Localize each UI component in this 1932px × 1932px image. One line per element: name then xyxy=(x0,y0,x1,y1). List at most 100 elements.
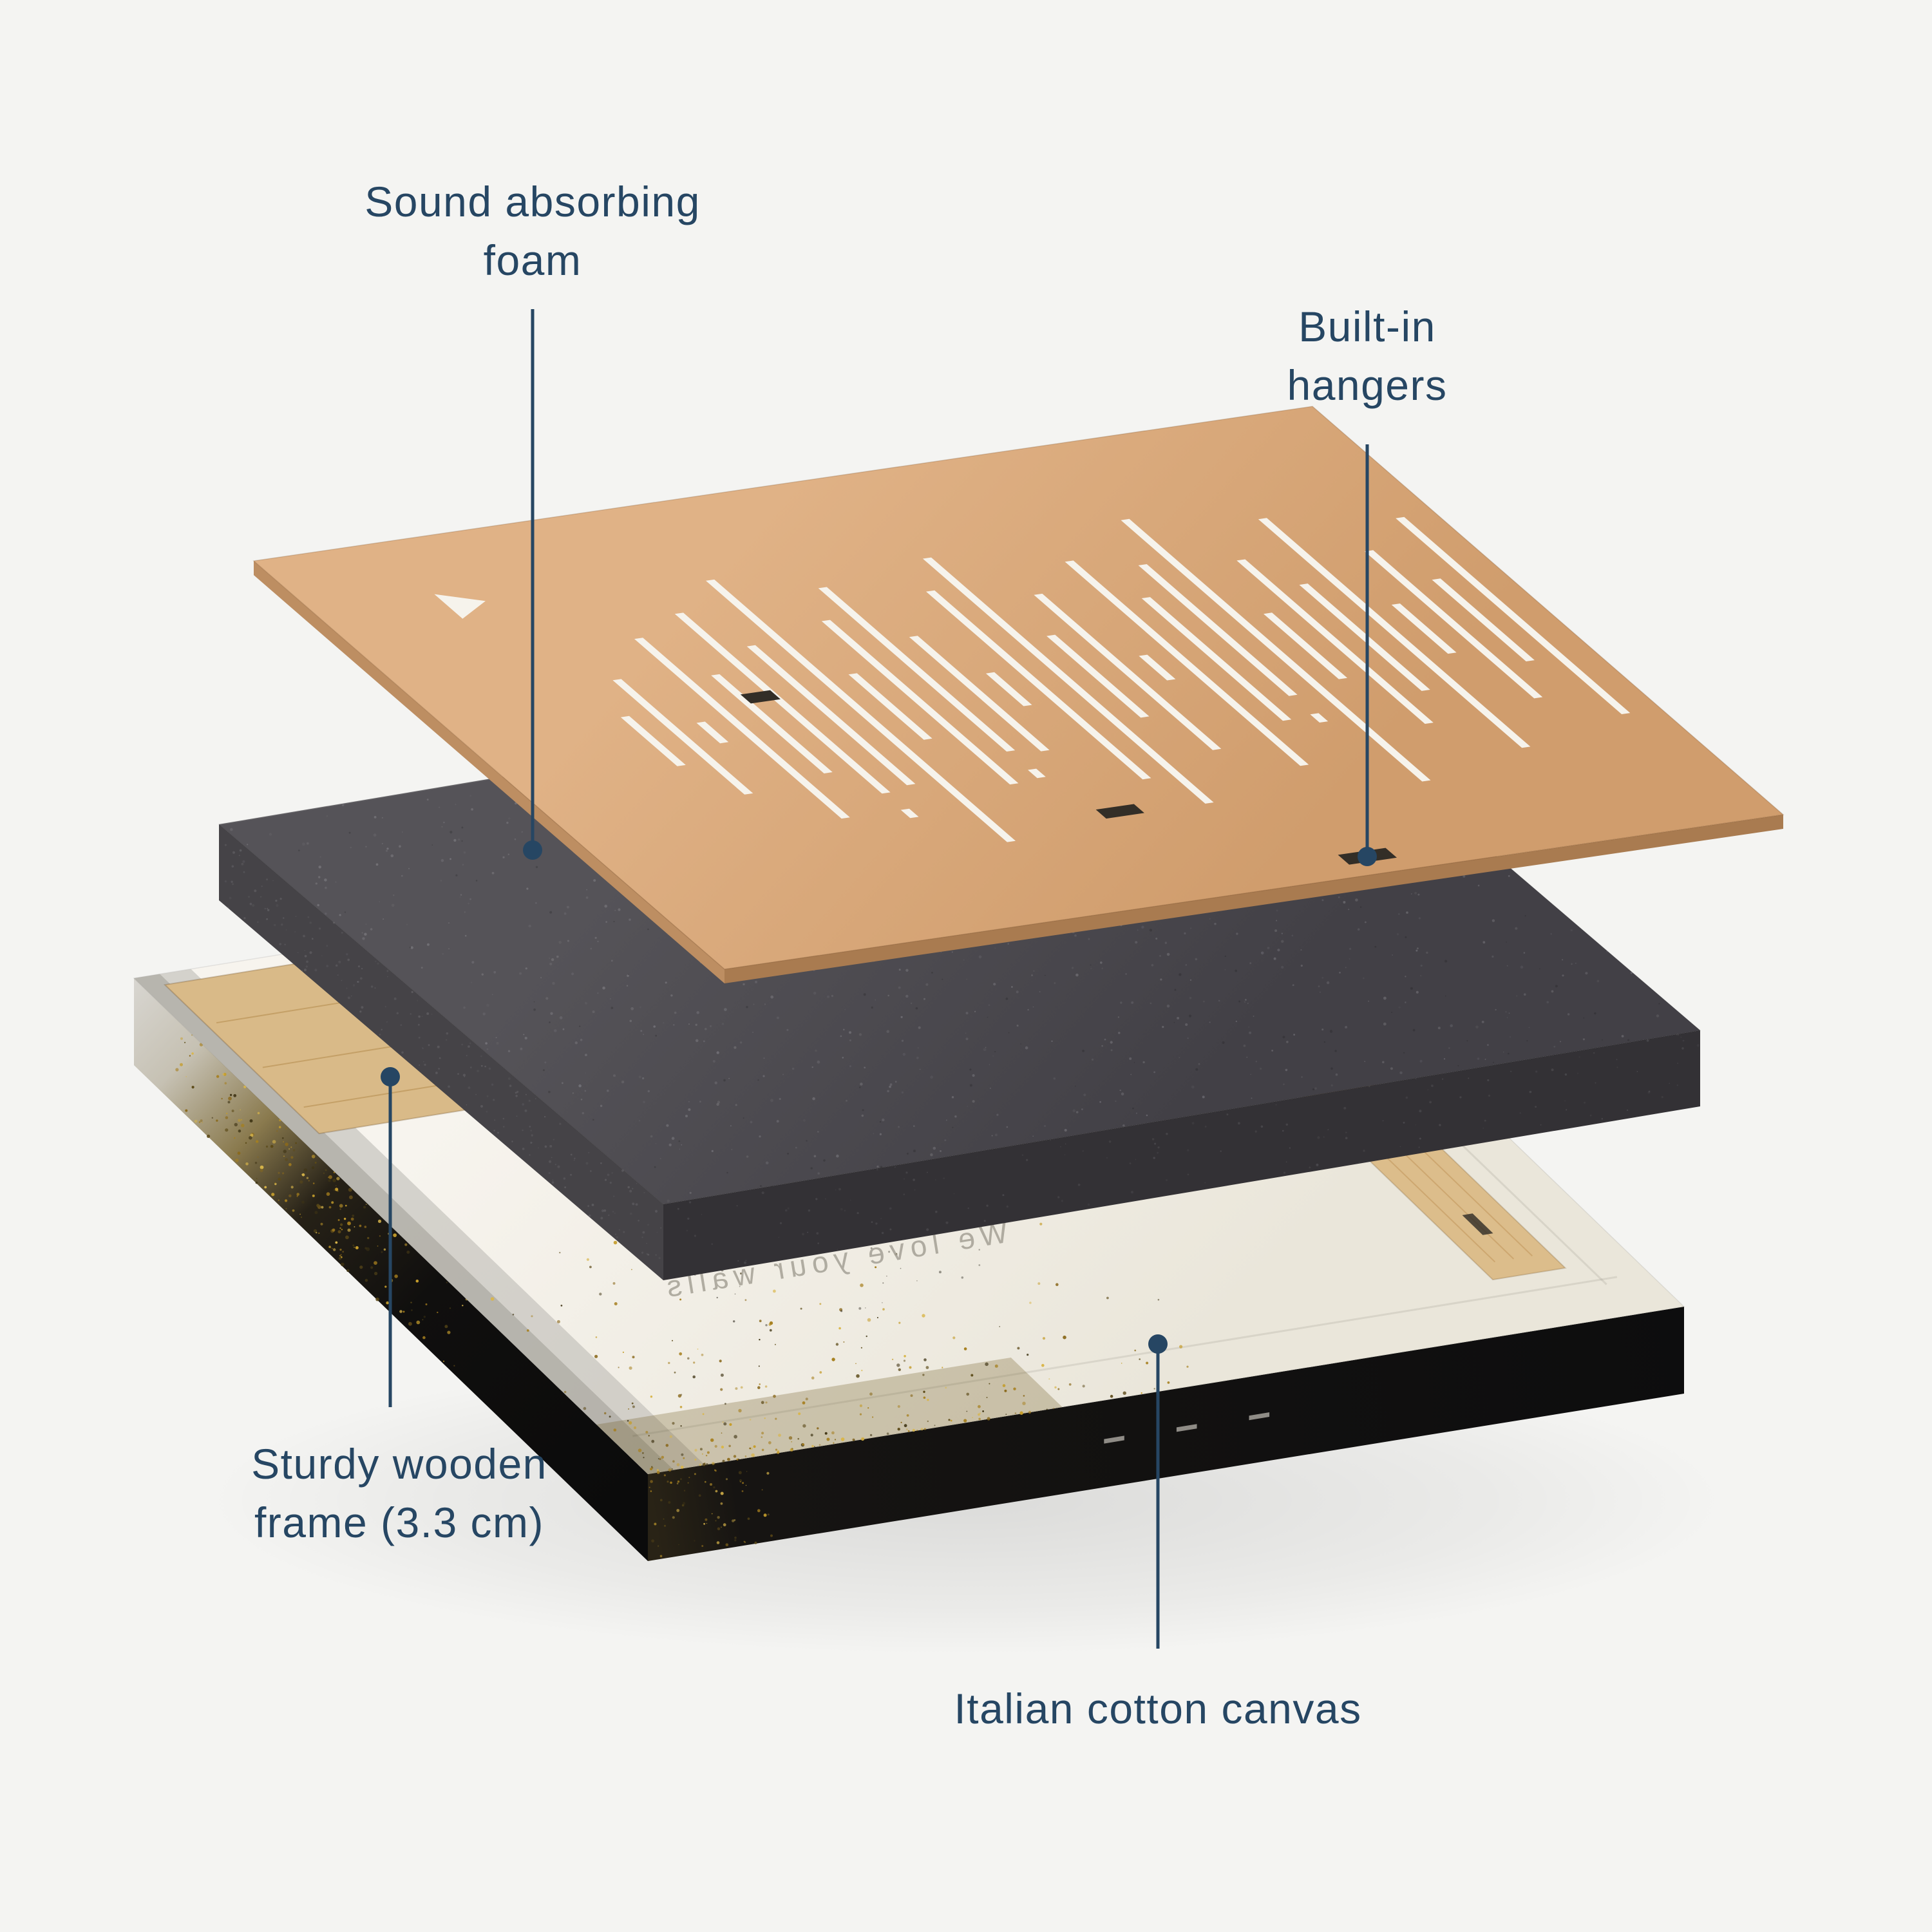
gold-speck xyxy=(613,1240,618,1245)
gold-speck xyxy=(281,1137,284,1139)
foam-speck xyxy=(901,1039,904,1042)
soundwave-slot xyxy=(620,715,686,766)
gold-speck xyxy=(668,1468,672,1472)
gold-speck xyxy=(559,1251,561,1254)
wood-grain xyxy=(216,999,357,1024)
gold-speck xyxy=(274,1182,277,1186)
foam-speck xyxy=(468,902,469,905)
foam-speck xyxy=(359,1010,362,1013)
foam-speck xyxy=(1398,913,1400,915)
foam-speck xyxy=(731,1149,733,1150)
foam-speck xyxy=(1118,1032,1121,1034)
foam-speck xyxy=(1044,974,1046,976)
gold-speck xyxy=(349,1195,353,1200)
foam-speck xyxy=(421,967,423,969)
canvas-side-right xyxy=(648,1307,1684,1561)
foam-speck xyxy=(1153,1071,1155,1074)
foam-speck xyxy=(642,1231,645,1234)
gold-speck xyxy=(934,1425,936,1426)
foam-speck xyxy=(1091,1058,1094,1061)
gold-speck xyxy=(333,1171,336,1173)
gold-speck xyxy=(723,1422,727,1426)
foam-speck xyxy=(678,1140,681,1142)
foam-speck xyxy=(681,1144,683,1146)
gold-speck xyxy=(613,1428,617,1432)
foam-speck xyxy=(326,945,328,947)
foam-speck xyxy=(967,1208,969,1209)
foam-speck xyxy=(632,1202,635,1206)
foam-speck xyxy=(886,1030,889,1033)
foam-speck xyxy=(586,889,587,891)
gold-speck xyxy=(769,1321,773,1325)
gold-speck xyxy=(982,1410,984,1412)
gold-speck xyxy=(191,1052,194,1055)
soundwave-slot xyxy=(985,672,1032,706)
gold-speck xyxy=(422,1319,424,1321)
foam-speck xyxy=(1031,974,1033,976)
foam-speck xyxy=(992,1055,994,1057)
hanger-slot xyxy=(740,690,781,704)
foam-speck xyxy=(1506,1017,1508,1018)
foam-speck xyxy=(357,965,360,968)
foam-speck xyxy=(629,918,631,921)
foam-speck xyxy=(880,1166,883,1168)
foam-speck xyxy=(1061,1200,1064,1202)
gold-speck xyxy=(701,1453,703,1455)
foam-speck xyxy=(636,1182,638,1184)
foam-speck xyxy=(477,1070,479,1072)
wood-notch xyxy=(1462,1213,1493,1235)
gold-speck xyxy=(950,1419,952,1422)
foam-speck xyxy=(860,1083,863,1086)
foam-speck xyxy=(365,846,367,848)
gold-speck xyxy=(869,1392,873,1396)
soundwave-slot xyxy=(848,673,933,740)
foam-speck xyxy=(574,1157,576,1160)
gold-speck xyxy=(453,1365,455,1367)
foam-speck xyxy=(930,1075,933,1079)
foam-speck xyxy=(341,980,343,981)
foam-speck xyxy=(671,1137,675,1140)
foam-speck xyxy=(1214,922,1217,925)
foam-speck xyxy=(480,1104,483,1108)
foam-speck xyxy=(1418,917,1421,920)
gold-speck xyxy=(989,1383,990,1385)
gold-speck xyxy=(758,1365,760,1367)
foam-speck xyxy=(647,928,649,931)
soundwave-slot xyxy=(1396,516,1631,714)
foam-speck xyxy=(743,983,745,986)
gold-speck xyxy=(614,1302,618,1305)
foam-speck xyxy=(1032,1135,1034,1137)
gold-speck xyxy=(381,1251,383,1253)
gold-speck xyxy=(904,1355,906,1358)
foam-speck xyxy=(736,1205,738,1207)
dark-speck xyxy=(733,1320,735,1323)
gold-speck xyxy=(742,1482,744,1484)
foam-speck xyxy=(448,922,450,924)
foam-speck xyxy=(306,960,308,963)
gold-speck xyxy=(1037,1282,1041,1285)
foam-speck xyxy=(264,907,266,910)
foam-speck xyxy=(463,1006,466,1009)
foam-speck xyxy=(590,1170,592,1172)
gold-speck xyxy=(333,1189,336,1191)
foam-speck xyxy=(1166,1004,1170,1008)
gold-speck xyxy=(668,1361,670,1365)
foam-speck xyxy=(746,1006,748,1009)
foam-speck xyxy=(475,880,478,882)
gold-speck xyxy=(526,1329,529,1332)
foam-speck xyxy=(1484,1119,1486,1122)
gold-speck xyxy=(757,1509,761,1513)
gold-speck xyxy=(202,1122,204,1123)
foam-speck xyxy=(670,994,673,997)
foam-speck xyxy=(1345,1026,1348,1028)
foam-speck xyxy=(315,882,317,885)
board-side-right xyxy=(724,815,1783,983)
foam-speck xyxy=(699,1101,701,1103)
foam-speck xyxy=(1570,929,1573,932)
foam-speck xyxy=(1365,921,1367,923)
gold-speck xyxy=(744,1299,747,1302)
foam-speck xyxy=(548,1172,551,1174)
foam-speck xyxy=(522,1103,525,1106)
foam-speck xyxy=(1188,1014,1192,1018)
gold-speck xyxy=(749,1419,752,1421)
